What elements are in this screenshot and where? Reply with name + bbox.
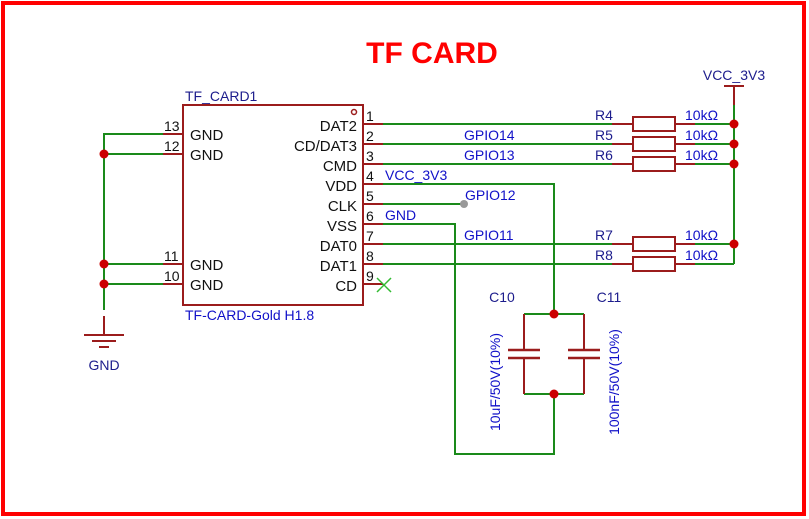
capacitor-c11[interactable]: C11 100nF/50V(10%) <box>568 289 622 435</box>
right-pin-3[interactable]: 3 CMD <box>323 148 383 175</box>
svg-text:10kΩ: 10kΩ <box>685 227 718 243</box>
gnd-power-label: GND <box>88 357 119 373</box>
wire-gnd-to-caps <box>383 223 555 455</box>
svg-text:CLK: CLK <box>328 198 357 215</box>
svg-text:9: 9 <box>366 268 374 284</box>
svg-text:2: 2 <box>366 128 374 144</box>
left-pin-11[interactable]: 11 GND <box>163 248 224 274</box>
svg-text:CD: CD <box>335 278 357 295</box>
svg-text:10kΩ: 10kΩ <box>685 107 718 123</box>
left-pin-10[interactable]: 10 GND <box>163 268 224 294</box>
svg-text:CMD: CMD <box>323 158 357 175</box>
left-pin-13[interactable]: 13 GND <box>163 118 224 144</box>
svg-text:GND: GND <box>190 257 224 274</box>
svg-text:R7: R7 <box>595 227 613 243</box>
svg-text:6: 6 <box>366 208 374 224</box>
vcc-power-symbol-icon[interactable] <box>724 85 744 105</box>
svg-text:R4: R4 <box>595 107 613 123</box>
right-pin-4[interactable]: 4 VDD <box>325 168 383 195</box>
svg-text:VSS: VSS <box>327 218 357 235</box>
svg-text:5: 5 <box>366 188 374 204</box>
junction-dot <box>99 259 109 269</box>
svg-text:10kΩ: 10kΩ <box>685 147 718 163</box>
resistor-r7[interactable]: R7 10kΩ <box>595 227 734 252</box>
gnd-net-wires <box>103 133 163 310</box>
right-pin-2[interactable]: 2 CD/DAT3 <box>294 128 383 155</box>
junction-dot <box>549 309 559 319</box>
junction-dot <box>729 119 739 129</box>
svg-text:GND: GND <box>190 147 224 164</box>
net-label-vcc[interactable]: VCC_3V3 <box>385 167 447 183</box>
svg-text:DAT2: DAT2 <box>320 118 357 135</box>
svg-text:C11: C11 <box>597 289 622 305</box>
svg-text:10kΩ: 10kΩ <box>685 247 718 263</box>
svg-text:VDD: VDD <box>325 178 357 195</box>
svg-text:12: 12 <box>164 138 180 154</box>
svg-text:C10: C10 <box>489 289 515 305</box>
connector-designator: TF_CARD1 <box>185 88 258 104</box>
net-label-gpio13[interactable]: GPIO13 <box>464 147 515 163</box>
right-pin-5[interactable]: 5 CLK <box>328 188 383 215</box>
sheet-title: TF CARD <box>366 37 498 70</box>
svg-text:R8: R8 <box>595 247 613 263</box>
right-pin-9[interactable]: 9 CD <box>335 268 383 295</box>
svg-text:10kΩ: 10kΩ <box>685 127 718 143</box>
right-pin-6[interactable]: 6 VSS <box>327 208 383 235</box>
svg-text:3: 3 <box>366 148 374 164</box>
svg-text:CD/DAT3: CD/DAT3 <box>294 138 357 155</box>
wire-vcc-to-caps <box>383 183 555 314</box>
pin1-marker <box>350 108 358 116</box>
right-pin-8[interactable]: 8 DAT1 <box>320 248 383 275</box>
junction-dot <box>729 239 739 249</box>
junction-dot <box>729 159 739 169</box>
net-end-dot <box>460 200 468 208</box>
svg-text:GND: GND <box>190 277 224 294</box>
svg-text:7: 7 <box>366 228 374 244</box>
right-pin-1[interactable]: 1 DAT2 <box>320 108 383 135</box>
svg-text:DAT1: DAT1 <box>320 258 357 275</box>
svg-text:10uF/50V(10%): 10uF/50V(10%) <box>487 333 503 431</box>
right-pin-7[interactable]: 7 DAT0 <box>320 228 383 255</box>
svg-text:8: 8 <box>366 248 374 264</box>
vcc-power-label: VCC_3V3 <box>703 67 765 83</box>
net-label-gpio12[interactable]: GPIO12 <box>465 187 516 203</box>
gnd-symbol-icon[interactable] <box>84 316 124 348</box>
connector-value: TF-CARD-Gold H1.8 <box>185 307 314 323</box>
left-pin-12[interactable]: 12 GND <box>163 138 224 164</box>
svg-text:13: 13 <box>164 118 180 134</box>
resistor-r4[interactable]: R4 10kΩ <box>595 107 734 132</box>
junction-dot <box>549 389 559 399</box>
svg-text:10: 10 <box>164 268 180 284</box>
svg-text:GND: GND <box>190 127 224 144</box>
junction-dot <box>99 279 109 289</box>
svg-text:11: 11 <box>164 248 179 264</box>
resistor-r5[interactable]: R5 10kΩ <box>595 127 734 152</box>
net-label-gpio11[interactable]: GPIO11 <box>464 227 514 243</box>
net-label-gnd[interactable]: GND <box>385 207 416 223</box>
svg-text:R5: R5 <box>595 127 613 143</box>
junction-dot <box>729 139 739 149</box>
svg-text:100nF/50V(10%): 100nF/50V(10%) <box>606 329 622 435</box>
svg-text:4: 4 <box>366 168 374 184</box>
resistor-r8[interactable]: R8 10kΩ <box>595 247 734 272</box>
svg-text:DAT0: DAT0 <box>320 238 357 255</box>
svg-text:R6: R6 <box>595 147 613 163</box>
junction-dot <box>99 149 109 159</box>
resistor-r6[interactable]: R6 10kΩ <box>595 147 734 172</box>
capacitor-c10[interactable]: C10 10uF/50V(10%) <box>487 289 540 431</box>
svg-text:1: 1 <box>366 108 374 124</box>
no-connect-icon <box>376 277 392 293</box>
net-label-gpio14[interactable]: GPIO14 <box>464 127 515 143</box>
